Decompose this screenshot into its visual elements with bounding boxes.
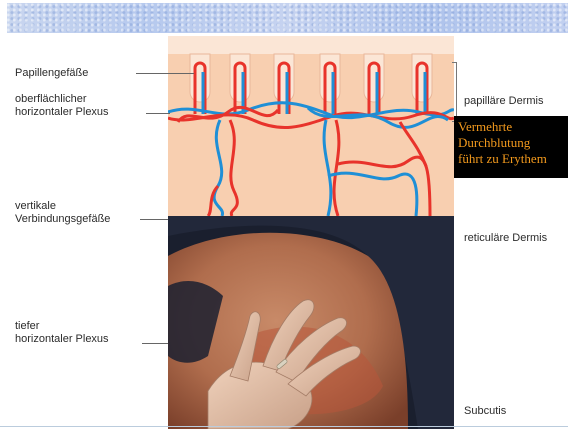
papillary-dermis-bracket (452, 62, 457, 122)
leader-line (140, 219, 168, 220)
leader-line (142, 343, 168, 344)
header-banner (7, 3, 568, 33)
label-reticulaere-dermis: reticuläre Dermis (464, 232, 547, 245)
label-papillaere-dermis: papilläre Dermis (464, 95, 543, 108)
erythema-callout: Vermehrte Durchblutung führt zu Erythem (454, 116, 568, 178)
clinical-photo (168, 216, 454, 429)
epidermis-layer (168, 36, 454, 54)
label-subcutis: Subcutis (464, 405, 506, 418)
label-tiefer-plexus: tiefer horizontaler Plexus (15, 320, 109, 346)
dermis-vessel-diagram (168, 36, 454, 216)
label-oberflaechlicher-plexus: oberflächlicher horizontaler Plexus (15, 93, 109, 119)
label-papillengefaesse: Papillengefäße (15, 67, 88, 80)
leader-line (146, 113, 170, 114)
label-vertikale-verbindungsgefaesse: vertikale Verbindungsgefäße (15, 200, 110, 226)
banner-texture (7, 3, 568, 33)
leader-line (136, 73, 194, 74)
bottom-rule (0, 426, 568, 427)
